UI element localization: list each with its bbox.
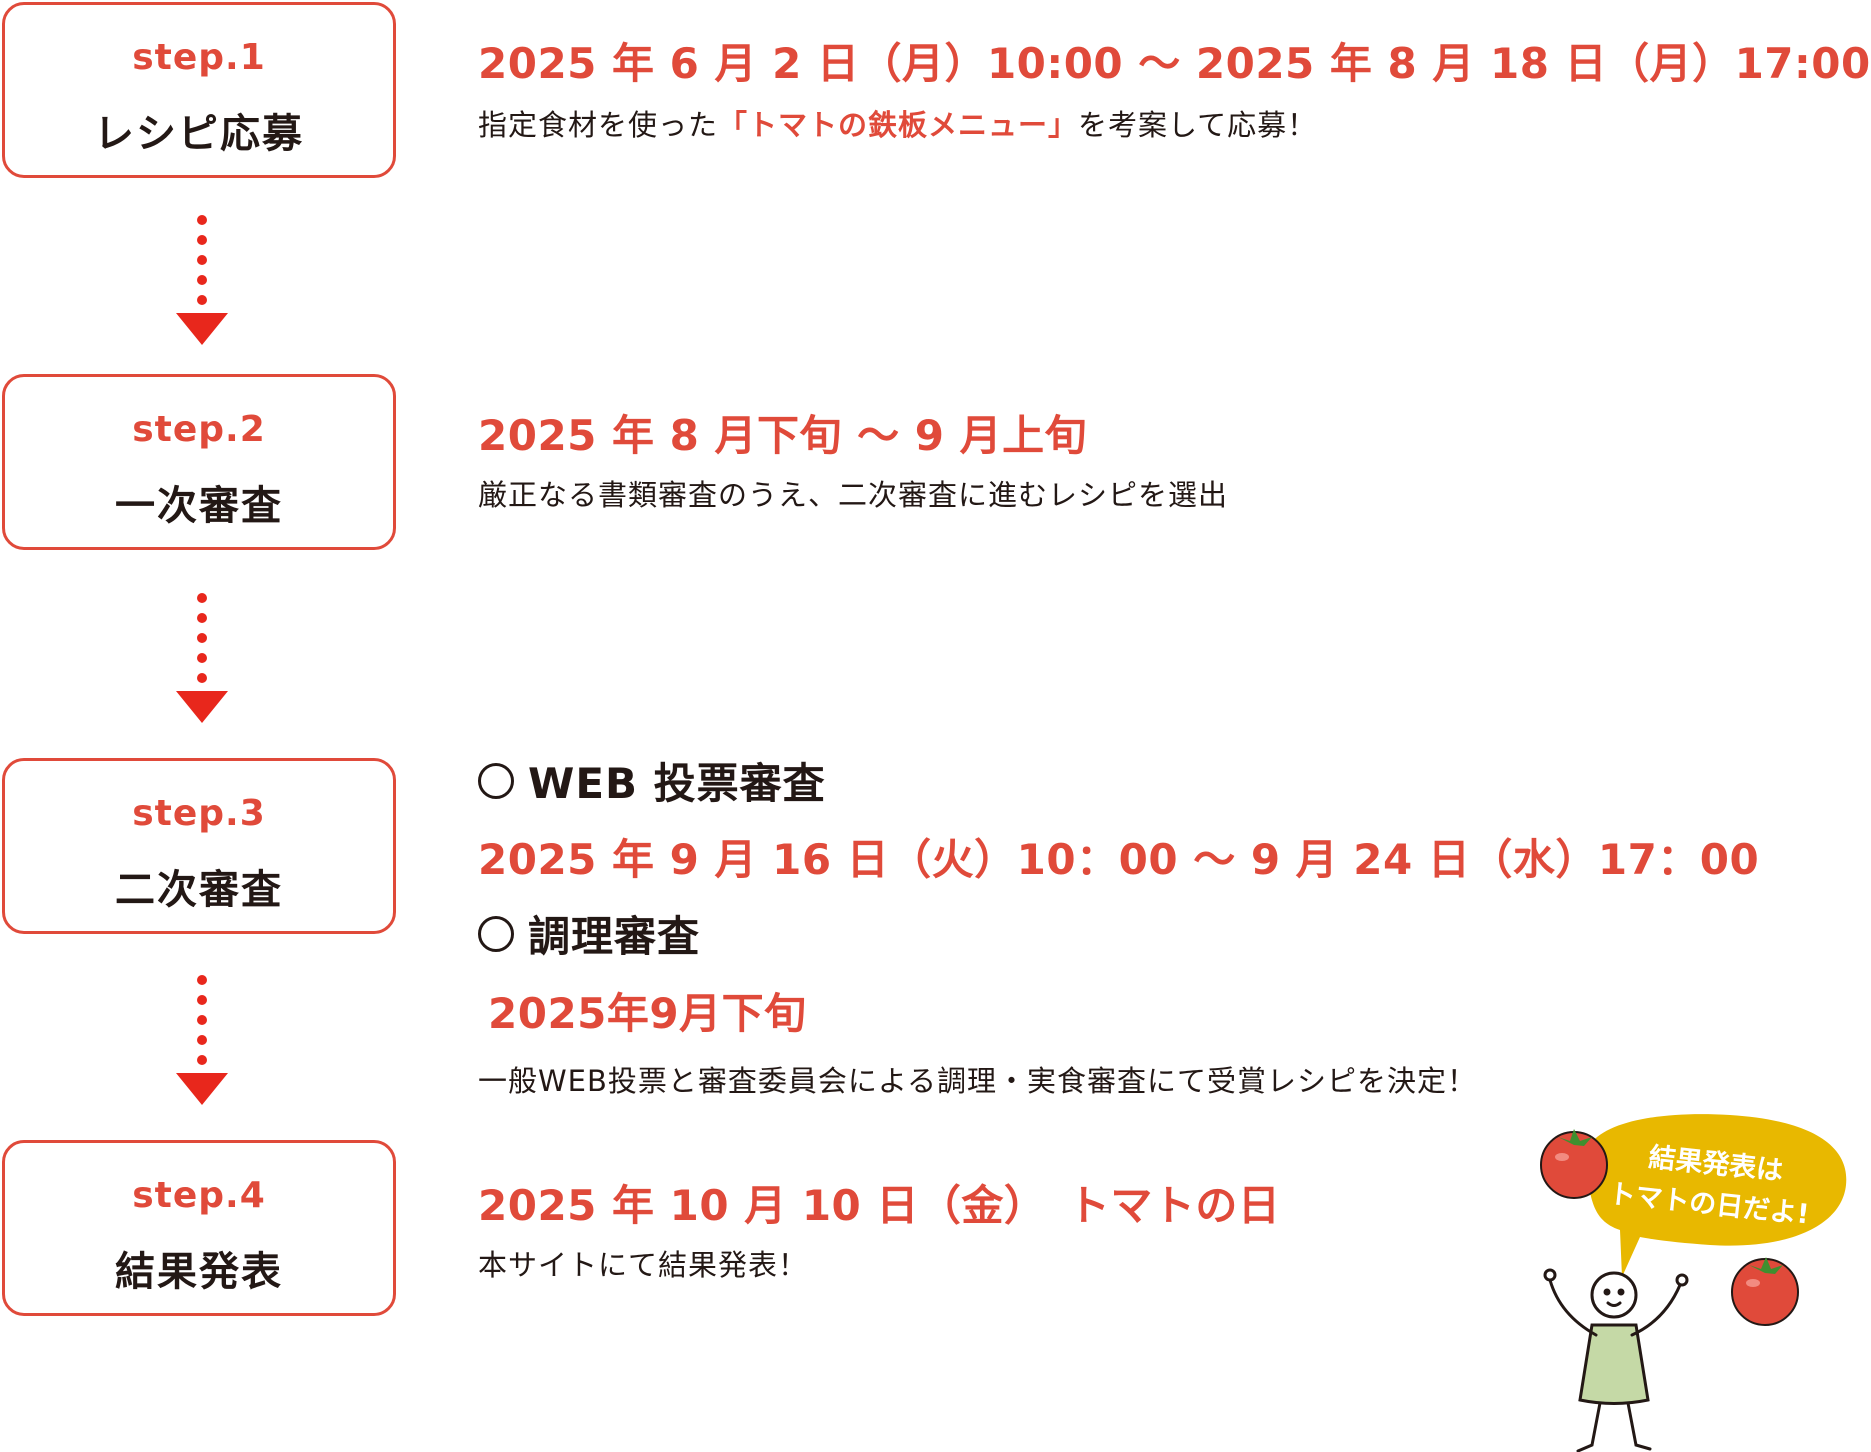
step-3-web-vote-heading: WEB 投票審査	[478, 750, 826, 811]
step-1-box: step.1 レシピ応募	[2, 2, 396, 178]
step-3-title: 二次審査	[115, 867, 283, 913]
step-1-desc-post: を考案して応募！	[1078, 108, 1318, 142]
down-arrow-icon	[176, 975, 228, 1105]
step-3-sub1-heading-text: WEB 投票審査	[528, 759, 826, 808]
step-3-web-vote-date: 2025 年 9 月 16 日（火）10：00 〜 9 月 24 日（水）17：…	[478, 835, 1760, 884]
stick-figure-character	[1543, 1268, 1689, 1452]
step-1-desc-pre: 指定食材を使った	[478, 108, 719, 142]
step-4-date: 2025 年 10 月 10 日（金） トマトの日	[478, 1181, 1281, 1230]
circle-icon	[478, 762, 514, 799]
step-4-description: 本サイトにて結果発表！	[478, 1248, 809, 1282]
step-2-label: step.2	[132, 409, 266, 450]
tomato-mascot-illustration: 結果発表は トマトの日だよ!	[1540, 1114, 1847, 1452]
step-4-label: step.4	[132, 1175, 266, 1216]
step-2-box: step.2 一次審査	[2, 374, 396, 550]
tomato-icon	[1540, 1129, 1608, 1199]
step-1-desc-highlight: 「トマトの鉄板メニュー」	[718, 108, 1079, 142]
step-1-title: レシピ応募	[94, 111, 304, 157]
step-4-title: 結果発表	[115, 1249, 283, 1295]
step-1-date: 2025 年 6 月 2 日（月）10:00 〜 2025 年 8 月 18 日…	[478, 39, 1871, 88]
down-arrow-icon	[176, 215, 228, 345]
step-3-cooking-date: 2025年9月下旬	[488, 989, 807, 1038]
circle-icon	[478, 915, 514, 952]
step-2-date: 2025 年 8 月下旬 〜 9 月上旬	[478, 411, 1088, 460]
step-3-description: 一般WEB投票と審査委員会による調理・実食審査にて受賞レシピを決定！	[478, 1064, 1478, 1098]
step-2-description: 厳正なる書類審査のうえ、二次審査に進むレシピを選出	[478, 478, 1229, 512]
step-3-cooking-heading: 調理審査	[478, 903, 700, 964]
step-1-description: 指定食材を使った「トマトの鉄板メニュー」を考案して応募！	[478, 102, 1317, 144]
step-1-label: step.1	[132, 37, 266, 78]
step-3-box: step.3 二次審査	[2, 758, 396, 934]
speech-bubble: 結果発表は トマトの日だよ!	[1584, 1114, 1847, 1277]
step-2-title: 一次審査	[115, 483, 283, 529]
tomato-icon	[1731, 1257, 1799, 1326]
step-4-box: step.4 結果発表	[2, 1140, 396, 1316]
step-3-sub2-heading-text: 調理審査	[528, 912, 701, 961]
step-3-label: step.3	[132, 793, 266, 834]
down-arrow-icon	[176, 593, 228, 723]
